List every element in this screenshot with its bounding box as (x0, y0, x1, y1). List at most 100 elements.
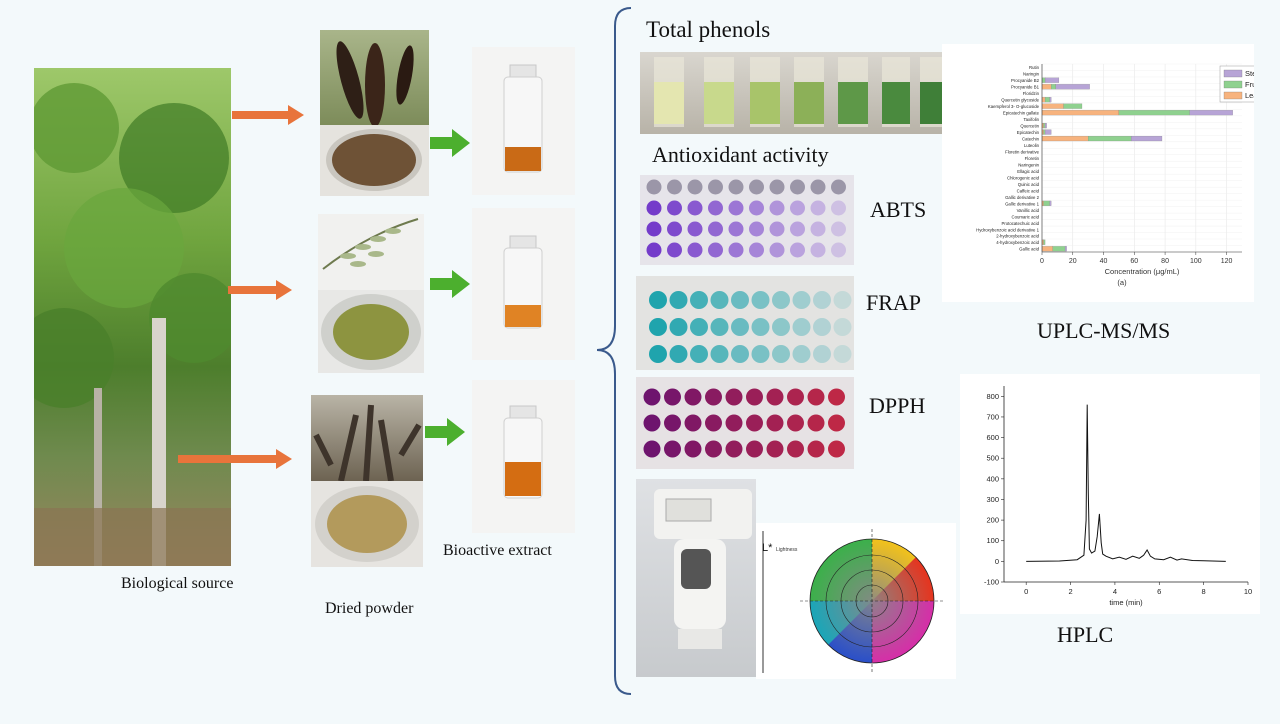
plate-well (766, 414, 784, 432)
plate-well (690, 291, 708, 309)
legend-swatch (1223, 69, 1243, 78)
plate-well (669, 318, 688, 336)
legend-entry: Leaf (1245, 91, 1254, 100)
x-tick-label: 120 (1221, 258, 1233, 265)
legend-entry: Fruit (1245, 80, 1254, 89)
plate-well (787, 388, 804, 406)
y-tick-label: 200 (986, 516, 999, 525)
y-tick-label: -100 (984, 578, 999, 587)
bar-fruit (1043, 123, 1046, 129)
plate-well (708, 242, 723, 258)
arrow-to-extract-2 (430, 270, 470, 298)
bar-stem (1189, 110, 1233, 116)
plate-well (669, 291, 688, 309)
lightness-axis-sublabel: Lightness (776, 547, 798, 553)
plate-well (664, 414, 681, 432)
y-tick-label: 100 (986, 536, 999, 545)
plate-well (749, 200, 764, 216)
plate-well (772, 318, 790, 336)
plate-well (751, 318, 770, 336)
plate-well (728, 200, 744, 216)
dried-powder-label: Dried powder (325, 600, 414, 617)
plate-well (649, 318, 667, 336)
plate-well (787, 414, 804, 432)
plate-well (813, 291, 831, 309)
category-label: Kaempferol 3- O-glucoside (988, 104, 1040, 109)
plate-well (833, 291, 852, 309)
bar-fruit (1052, 246, 1066, 252)
plate-well (687, 242, 703, 258)
frap-label: FRAP (866, 290, 922, 315)
bar-fruit (1088, 136, 1132, 142)
plate-well (649, 291, 667, 309)
plate-well (667, 221, 682, 237)
bar-fruit (1044, 97, 1050, 103)
category-label: Floridzin (1023, 91, 1040, 96)
leaf-photo (318, 214, 424, 290)
y-tick-label: 800 (986, 392, 999, 401)
plate-well (708, 200, 723, 216)
plate-well (643, 388, 661, 406)
x-tick-label: 6 (1157, 587, 1161, 596)
plate-well (828, 388, 845, 406)
plate-well (725, 414, 743, 432)
antioxidant-activity-label: Antioxidant activity (652, 142, 829, 167)
plate-well (792, 345, 811, 363)
legend-entry: Stem (1245, 69, 1254, 78)
plate-well (687, 200, 703, 216)
plate-well (746, 388, 763, 406)
y-tick-label: 700 (986, 412, 999, 421)
plate-well (646, 242, 662, 258)
bar-leaf (1041, 84, 1052, 90)
plate-well (749, 242, 764, 258)
lightness-axis-label: L* (762, 542, 773, 554)
category-label: Procyanide B2 (1011, 78, 1040, 83)
plate-well (831, 200, 846, 216)
bar-fruit (1043, 239, 1046, 245)
plate-well (731, 291, 749, 309)
plate-well (705, 414, 722, 432)
plate-well (664, 440, 681, 458)
plate-well (690, 318, 708, 336)
x-axis-title: Concentration (μg/mL) (1105, 267, 1180, 276)
plate-well (751, 345, 770, 363)
plate-well (790, 242, 805, 258)
plate-well (807, 388, 825, 406)
plate-well (792, 291, 811, 309)
category-label: Caffeic acid (1017, 188, 1040, 193)
plate-well (667, 179, 682, 195)
arrow-to-extract-3 (425, 418, 465, 446)
plate-well (646, 200, 662, 216)
x-axis-title: time (min) (1109, 598, 1143, 607)
plate-well (813, 345, 831, 363)
extract-vial-3 (472, 380, 575, 533)
category-label: Taxifolin (1023, 117, 1039, 122)
category-label: Procyanide B1 (1011, 85, 1040, 90)
plate-well (828, 440, 845, 458)
plate-well (728, 242, 744, 258)
bar-stem (1064, 246, 1067, 252)
plate-well (828, 414, 845, 432)
x-tick-label: 0 (1024, 587, 1028, 596)
arrow-to-stem (178, 449, 292, 469)
plate-well (807, 414, 825, 432)
uplc-label: UPLC-MS/MS (1037, 318, 1171, 343)
plate-well (684, 414, 702, 432)
category-label: Naringin (1023, 72, 1040, 77)
plate-well (731, 345, 749, 363)
plate-well (790, 221, 805, 237)
y-tick-label: 300 (986, 495, 999, 504)
category-label: Epicatechin (1017, 130, 1040, 135)
bar-stem (1049, 97, 1052, 103)
extract-vial-1 (472, 47, 575, 195)
plate-well (766, 388, 784, 406)
plate-well (728, 179, 744, 195)
leaf-powder-photo (318, 290, 424, 373)
plate-well (769, 179, 785, 195)
plate-well (749, 221, 764, 237)
bar-leaf (1041, 110, 1120, 116)
x-tick-label: 80 (1161, 258, 1169, 265)
